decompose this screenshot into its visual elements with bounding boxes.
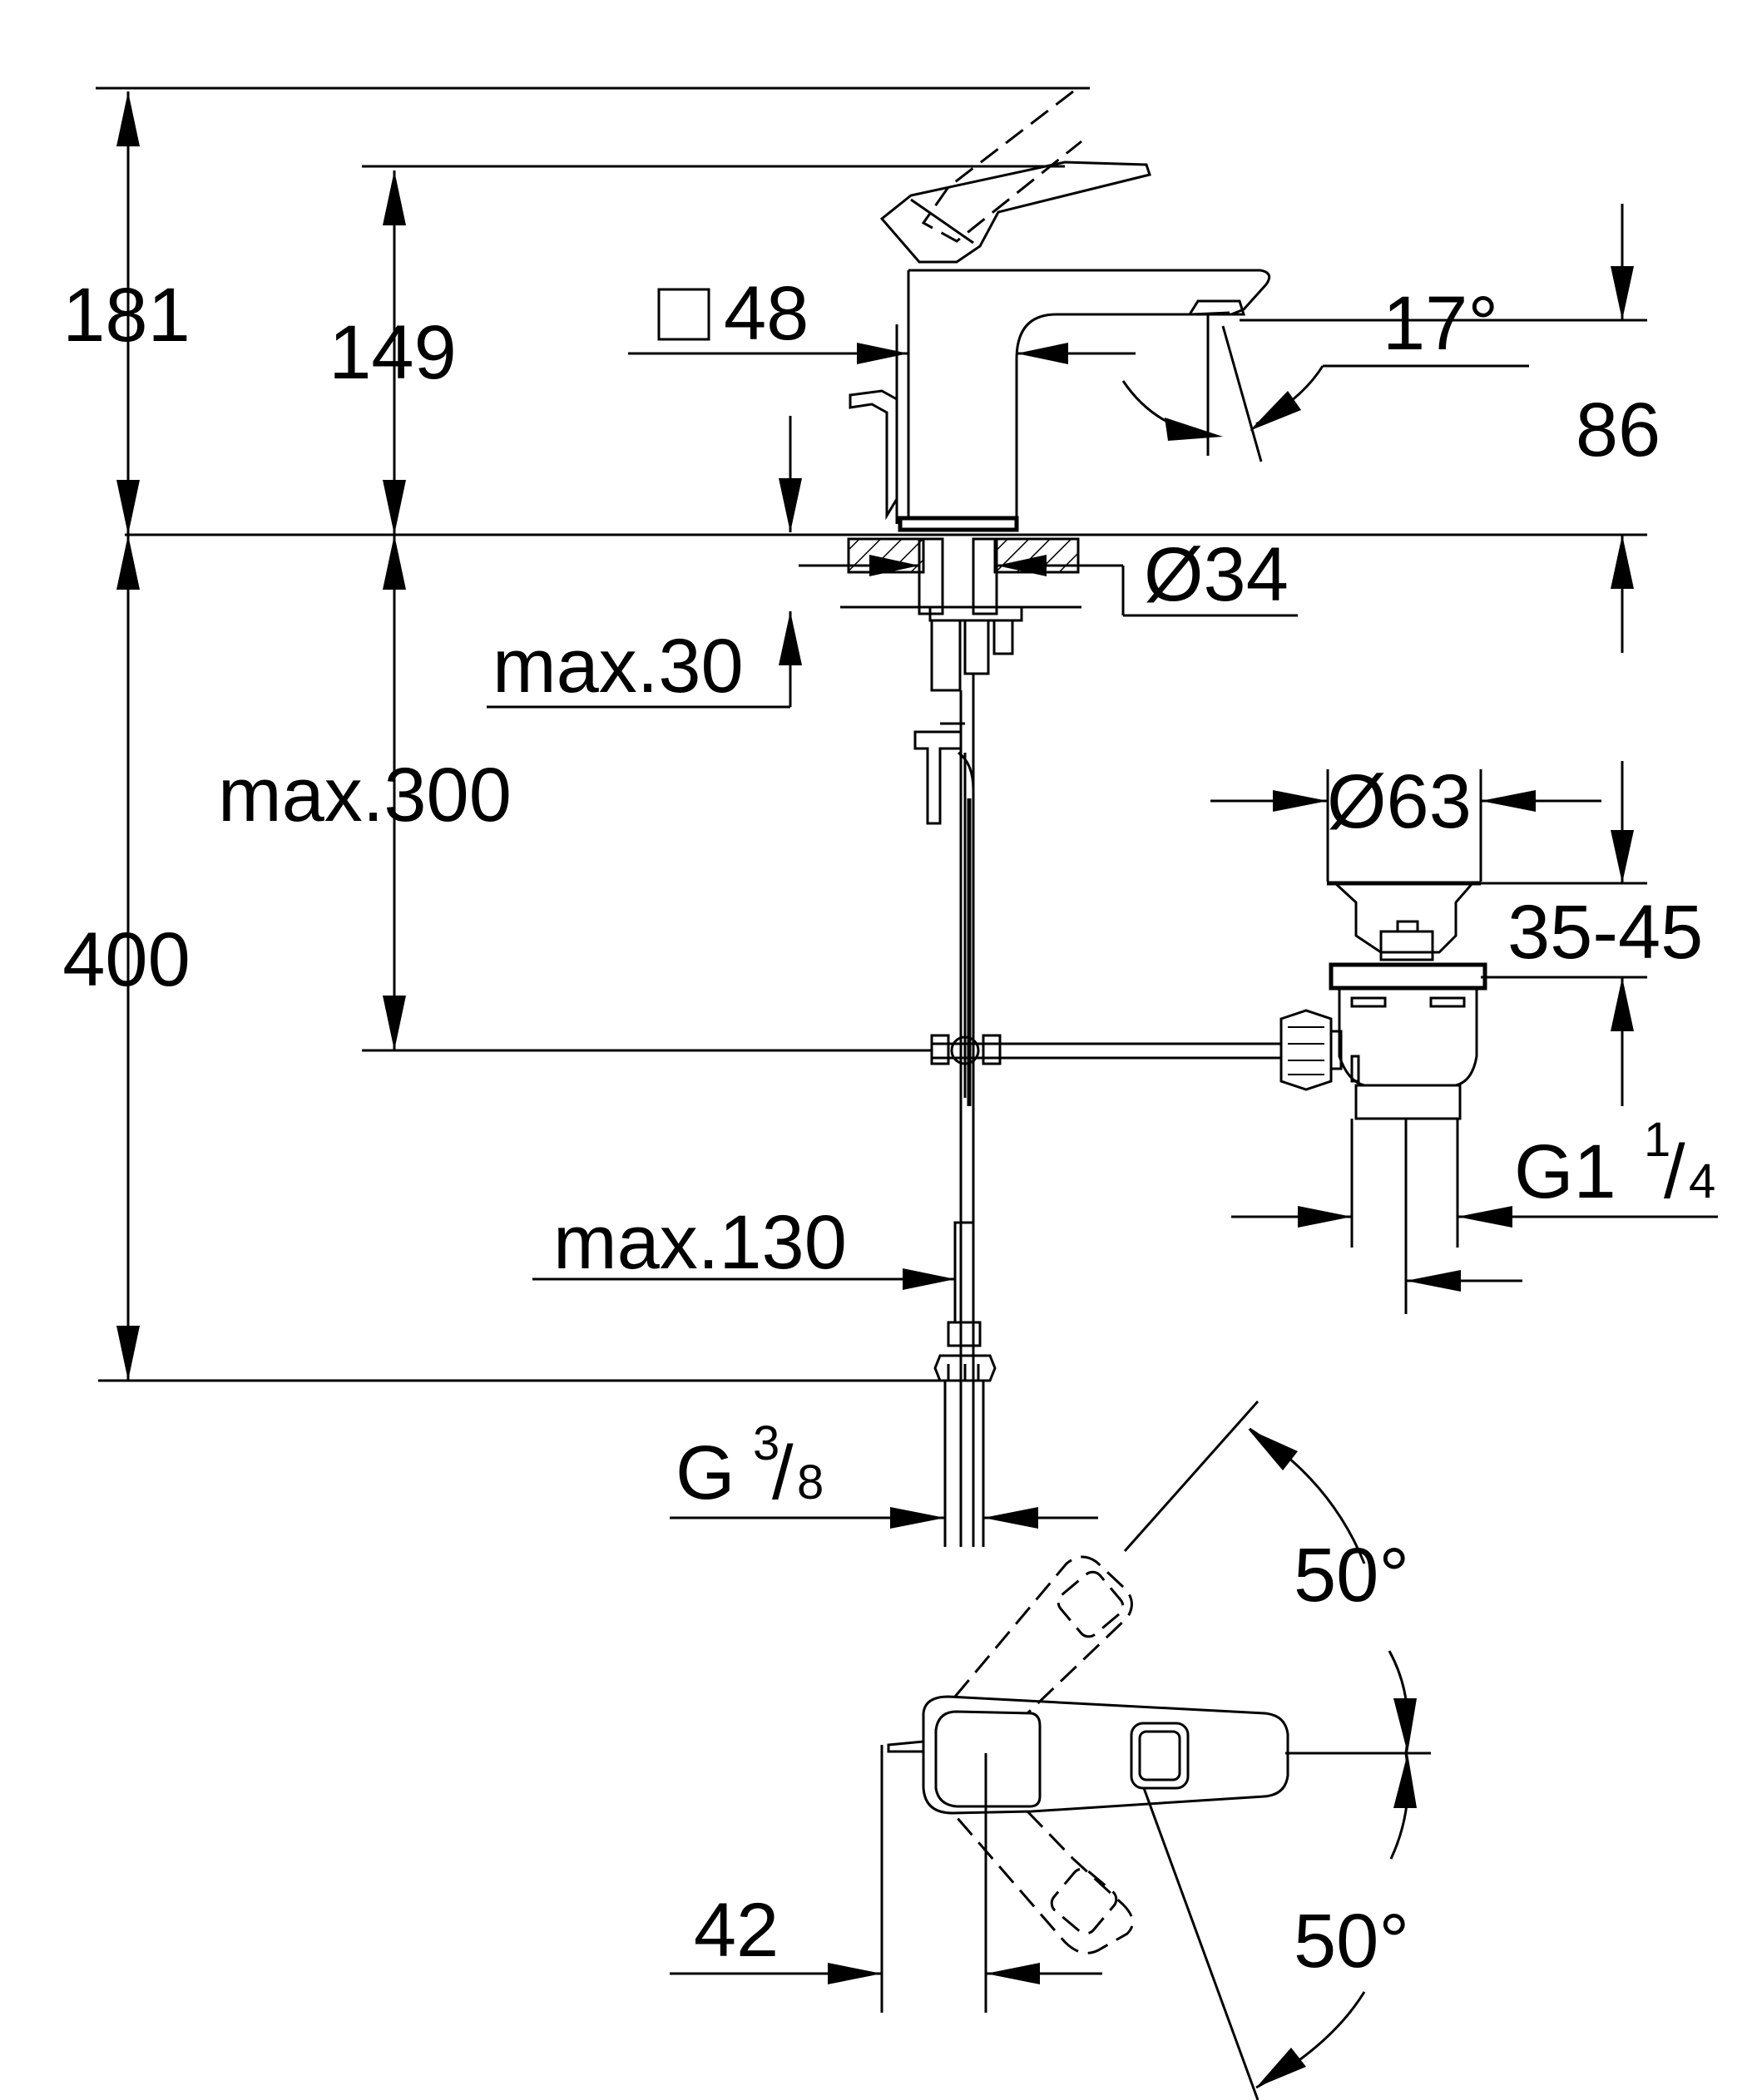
faucet-side-view xyxy=(849,90,1271,532)
dim-17-degrees: 17° xyxy=(1383,281,1498,366)
thread-g1-num: 1 xyxy=(1644,1113,1670,1167)
waste-assembly xyxy=(1279,881,1487,1314)
thread-g1-slash: / xyxy=(1664,1129,1685,1214)
dim-50-degrees-front: 50° xyxy=(1294,1899,1409,1984)
dim-50-degrees-back: 50° xyxy=(1294,1533,1409,1618)
deck-section xyxy=(125,533,1647,1547)
thread-g1: G1 xyxy=(1514,1129,1616,1214)
dim-max-30: max.30 xyxy=(492,624,744,709)
thread-g: G xyxy=(676,1430,735,1515)
dimension-lines xyxy=(96,86,1718,2089)
dim-diameter-34: Ø34 xyxy=(1144,532,1289,617)
dim-max-130: max.130 xyxy=(553,1200,847,1285)
dim-400: 400 xyxy=(62,917,191,1002)
dim-g-3-8: G 3 / 8 xyxy=(676,1416,824,1515)
faucet-top-view xyxy=(880,1401,1431,2100)
dim-181: 181 xyxy=(62,273,191,358)
dim-86: 86 xyxy=(1576,388,1660,472)
dim-diameter-63: Ø63 xyxy=(1327,759,1472,844)
thread-g1-den: 4 xyxy=(1689,1154,1715,1208)
thread-g-slash: / xyxy=(772,1430,794,1515)
dimension-labels: 181 149 48 17° 86 Ø34 max.30 max.300 400… xyxy=(62,271,1715,1984)
dim-35-45: 35-45 xyxy=(1507,890,1703,975)
dim-48: 48 xyxy=(724,271,809,356)
thread-g-num: 3 xyxy=(753,1416,779,1470)
dim-g1-1-4: G1 1 / 4 xyxy=(1514,1113,1715,1214)
dim-max-300: max.300 xyxy=(218,753,512,838)
dim-149: 149 xyxy=(329,310,457,395)
thread-g-den: 8 xyxy=(797,1455,824,1510)
dim-42: 42 xyxy=(694,1888,779,1973)
